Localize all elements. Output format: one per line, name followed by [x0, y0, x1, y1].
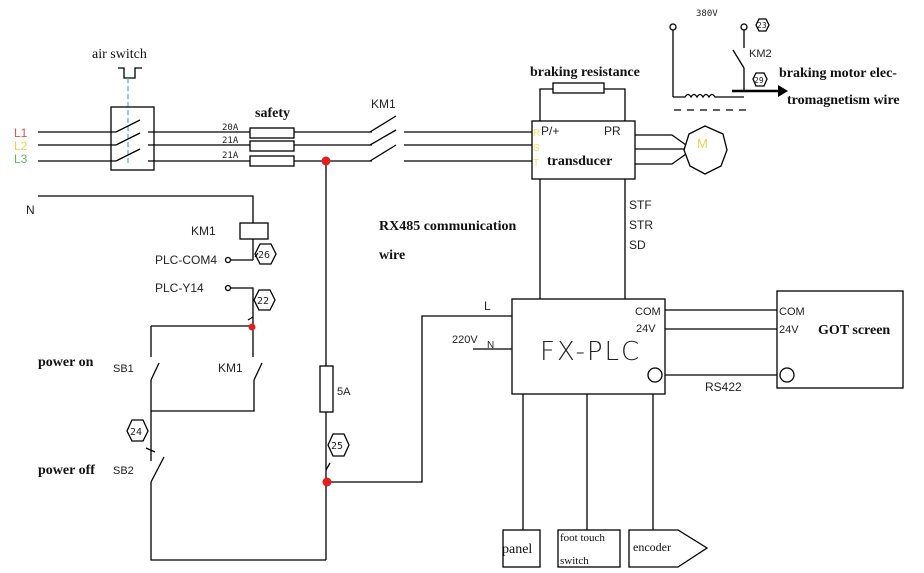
signal-str: STR	[629, 218, 653, 232]
terminal-s: S	[533, 143, 540, 154]
plc-com4-label: PLC-COM4	[155, 253, 217, 267]
foot-switch-label-line1: foot touch	[560, 532, 605, 544]
km2-label: KM2	[749, 48, 772, 60]
sb1-label: SB1	[113, 363, 134, 375]
braking-resistor	[539, 82, 626, 121]
plc-24v-label: 24V	[636, 323, 656, 335]
braking-resistance-label: braking resistance	[530, 65, 640, 80]
signal-sd: SD	[629, 238, 646, 252]
node-29: 29	[752, 72, 768, 87]
brake-arrow	[732, 85, 788, 97]
panel-label: panel	[502, 542, 532, 557]
rx485-label-line1: RX485 communication	[379, 219, 516, 234]
control-wiring	[38, 161, 512, 561]
junction-dot	[248, 323, 256, 331]
safety-label: safety	[255, 106, 290, 121]
panel-box[interactable]	[502, 529, 541, 568]
plc-220v-label: 220V	[452, 334, 478, 346]
got-port-icon[interactable]	[779, 367, 795, 383]
transducer-label: transducer	[547, 154, 612, 169]
junction-dot	[322, 477, 332, 487]
brake-circuit	[669, 23, 748, 111]
brake-label-line1: braking motor elec-	[779, 66, 897, 81]
fuse-rating-1: 20A	[222, 123, 239, 133]
got-24v-label: 24V	[779, 324, 799, 336]
phase-label-l2: L2	[14, 139, 28, 153]
node-22-label: 22	[257, 296, 269, 307]
rs422-label: RS422	[705, 380, 742, 394]
power-on-label: power on	[38, 355, 94, 370]
km1-coil-label: KM1	[191, 224, 216, 238]
plc-port-icon[interactable]	[647, 367, 663, 383]
terminal-p-plus: P/+	[541, 124, 559, 138]
got-screen-box[interactable]	[776, 290, 904, 389]
power-off-label: power off	[38, 463, 95, 478]
fuse-rating-3: 21A	[222, 151, 239, 161]
terminal-pr: PR	[604, 124, 621, 138]
km1-main-contacts	[369, 115, 397, 162]
transducer-box[interactable]	[531, 120, 636, 180]
plc-label: FX-PLC	[540, 337, 641, 367]
plc-box[interactable]	[511, 298, 666, 395]
motor-label: M	[697, 136, 708, 151]
node-29-label: 29	[754, 76, 764, 85]
phase-label-l3: L3	[14, 152, 28, 166]
junction-dot	[321, 156, 331, 166]
km1-main-label: KM1	[371, 97, 396, 111]
rx485-label-line2: wire	[379, 248, 405, 263]
transducer-plc-links	[539, 179, 626, 299]
plc-com-label: COM	[635, 306, 661, 318]
plc-l-label: L	[484, 299, 491, 313]
plc-got-links	[665, 309, 777, 376]
encoder-box[interactable]	[628, 529, 709, 568]
foot-switch-box[interactable]	[557, 529, 621, 568]
brake-voltage-label: 380V	[696, 9, 718, 19]
node-22: 22	[253, 289, 276, 311]
plc-n-label: N	[487, 340, 494, 351]
air-switch[interactable]	[110, 67, 155, 171]
node-24-label: 24	[130, 427, 142, 438]
fuse-rating-2: 21A	[222, 136, 239, 146]
brake-label-line2: tromagnetism wire	[787, 93, 900, 108]
node-23: 23	[755, 18, 770, 32]
node-26: 26	[254, 243, 277, 265]
foot-switch-label-line2: switch	[560, 555, 589, 567]
got-com-label: COM	[779, 306, 805, 318]
fuse-5a-label: 5A	[337, 386, 351, 398]
node-25-label: 25	[331, 441, 343, 452]
terminal-t: T	[533, 158, 539, 169]
phase-label-l1: L1	[14, 126, 28, 140]
sb2-button[interactable]	[143, 450, 167, 484]
motor-leads	[635, 134, 687, 165]
terminal-r: R	[533, 128, 540, 139]
node-23-label: 23	[757, 21, 767, 30]
plc-peripheral-links	[522, 394, 654, 530]
node-25: 25	[327, 433, 350, 457]
signal-stf: STF	[629, 198, 652, 212]
sb1-button[interactable]	[143, 355, 165, 383]
node-24: 24	[126, 419, 149, 442]
encoder-label: encoder	[633, 540, 671, 554]
neutral-label: N	[26, 203, 35, 217]
km1-contact-label: KM1	[218, 361, 243, 375]
plc-y14-label: PLC-Y14	[155, 281, 204, 295]
fuse-block	[249, 127, 295, 167]
sb2-label: SB2	[113, 465, 134, 477]
motor[interactable]	[683, 125, 728, 175]
got-screen-label: GOT screen	[818, 323, 890, 338]
three-phase-lines	[38, 131, 532, 162]
node-26-label: 26	[258, 250, 270, 261]
air-switch-label: air switch	[92, 47, 147, 62]
